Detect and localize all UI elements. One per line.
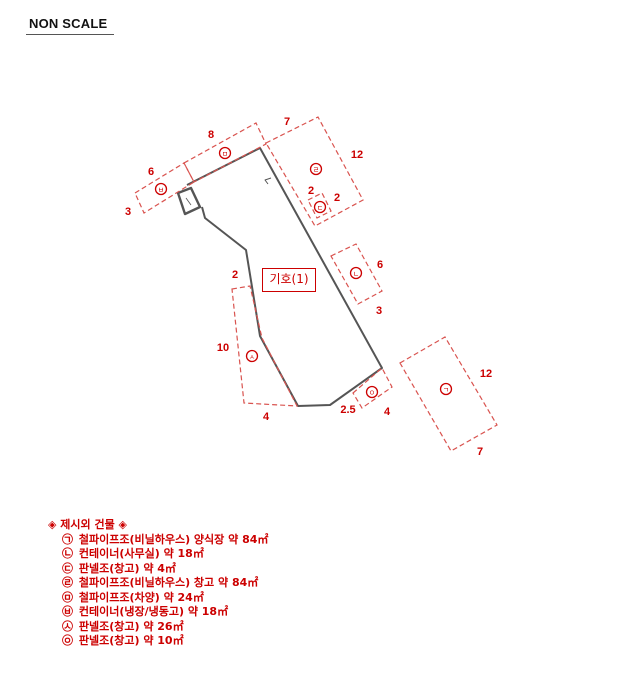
annex-3-outline — [307, 192, 332, 219]
annex-4-outline — [265, 116, 364, 227]
legend-item: ㉣ 철파이프조(비닐하우스) 창고 약 84㎡ — [48, 576, 268, 591]
dim-label: 8 — [208, 129, 214, 141]
legend-item: ㉡ 컨테이너(사무실) 약 18㎡ — [48, 547, 268, 562]
marker-7: ㅅ — [249, 353, 255, 361]
legend-symbol: ㉡ — [62, 547, 73, 560]
legend-text: 판넬조(창고) 약 10㎡ — [78, 634, 184, 647]
parcel-outline — [176, 147, 383, 407]
legend: ◈ 제시외 건물 ◈ ㉠ 철파이프조(비닐하우스) 양식장 약 84㎡ ㉡ 컨테… — [48, 518, 268, 649]
marker-1: ㄱ — [443, 386, 449, 394]
legend-text: 철파이프조(차양) 약 24㎡ — [78, 590, 204, 604]
scale-note: NON SCALE — [29, 16, 108, 31]
legend-symbol: ㉤ — [62, 590, 73, 604]
marker-8: ㅇ — [369, 389, 375, 397]
legend-text: 판넬조(창고) 약 4㎡ — [78, 561, 176, 575]
annex-5-outline — [183, 122, 267, 183]
legend-item: ㉢ 판넬조(창고) 약 4㎡ — [48, 562, 268, 577]
dim-label: 6 — [148, 166, 154, 178]
legend-item: ㉦ 판넬조(창고) 약 26㎡ — [48, 620, 268, 635]
annex-outlines — [134, 116, 498, 452]
annex-2-outline — [330, 243, 383, 305]
legend-text: 철파이프조(비닐하우스) 양식장 약 84㎡ — [78, 532, 269, 546]
legend-heading: ◈ 제시외 건물 ◈ — [48, 518, 128, 531]
legend-text: 컨테이너(냉장/냉동고) 약 18㎡ — [78, 605, 229, 618]
dim-label: 2 — [232, 269, 238, 281]
legend-text: 철파이프조(비닐하우스) 창고 약 84㎡ — [78, 576, 259, 589]
dim-label: 12 — [351, 149, 363, 161]
dim-label: 7 — [284, 116, 290, 128]
marker-6: ㅂ — [158, 186, 164, 194]
legend-item: ㉤ 철파이프조(차양) 약 24㎡ — [48, 591, 268, 606]
legend-item: ㉥ 컨테이너(냉장/냉동고) 약 18㎡ — [48, 605, 268, 620]
legend-symbol: ㉠ — [62, 532, 73, 546]
parcel-label: 기호(1) — [262, 268, 316, 292]
dim-label: 7 — [477, 446, 483, 458]
title-underline — [26, 34, 114, 35]
legend-text: 판넬조(창고) 약 26㎡ — [78, 619, 184, 633]
dim-label: 4 — [384, 406, 391, 418]
annex-1-outline — [399, 336, 498, 452]
marker-4: ㄹ — [313, 166, 319, 174]
legend-symbol: ㉥ — [62, 605, 73, 618]
legend-symbol: ㉣ — [62, 576, 73, 589]
annex-8-outline — [352, 367, 393, 409]
dim-label: 2 — [308, 185, 314, 197]
dim-label: 4 — [263, 411, 270, 423]
legend-item: ㉠ 철파이프조(비닐하우스) 양식장 약 84㎡ — [48, 533, 268, 548]
marker-2: ㄴ — [353, 270, 359, 278]
annex-7-outline — [231, 285, 299, 407]
legend-symbol: ㉢ — [62, 561, 73, 575]
legend-symbol: ㉧ — [62, 634, 73, 647]
dim-label: 3 — [125, 206, 131, 218]
legend-item: ㉧ 판넬조(창고) 약 10㎡ — [48, 634, 268, 649]
marker-3: ㄷ — [317, 204, 323, 212]
dim-label: 6 — [377, 259, 383, 271]
annex-markers — [154, 146, 453, 399]
dim-label: 10 — [217, 342, 229, 354]
legend-symbol: ㉦ — [62, 619, 73, 633]
dim-label: 2 — [334, 192, 340, 204]
marker-5: ㅁ — [222, 150, 228, 158]
legend-text: 컨테이너(사무실) 약 18㎡ — [78, 547, 204, 560]
annex-6-outline — [134, 162, 195, 214]
dim-label: 12 — [480, 368, 492, 380]
dim-label: 2.5 — [340, 404, 355, 416]
dim-label: 3 — [376, 305, 382, 317]
